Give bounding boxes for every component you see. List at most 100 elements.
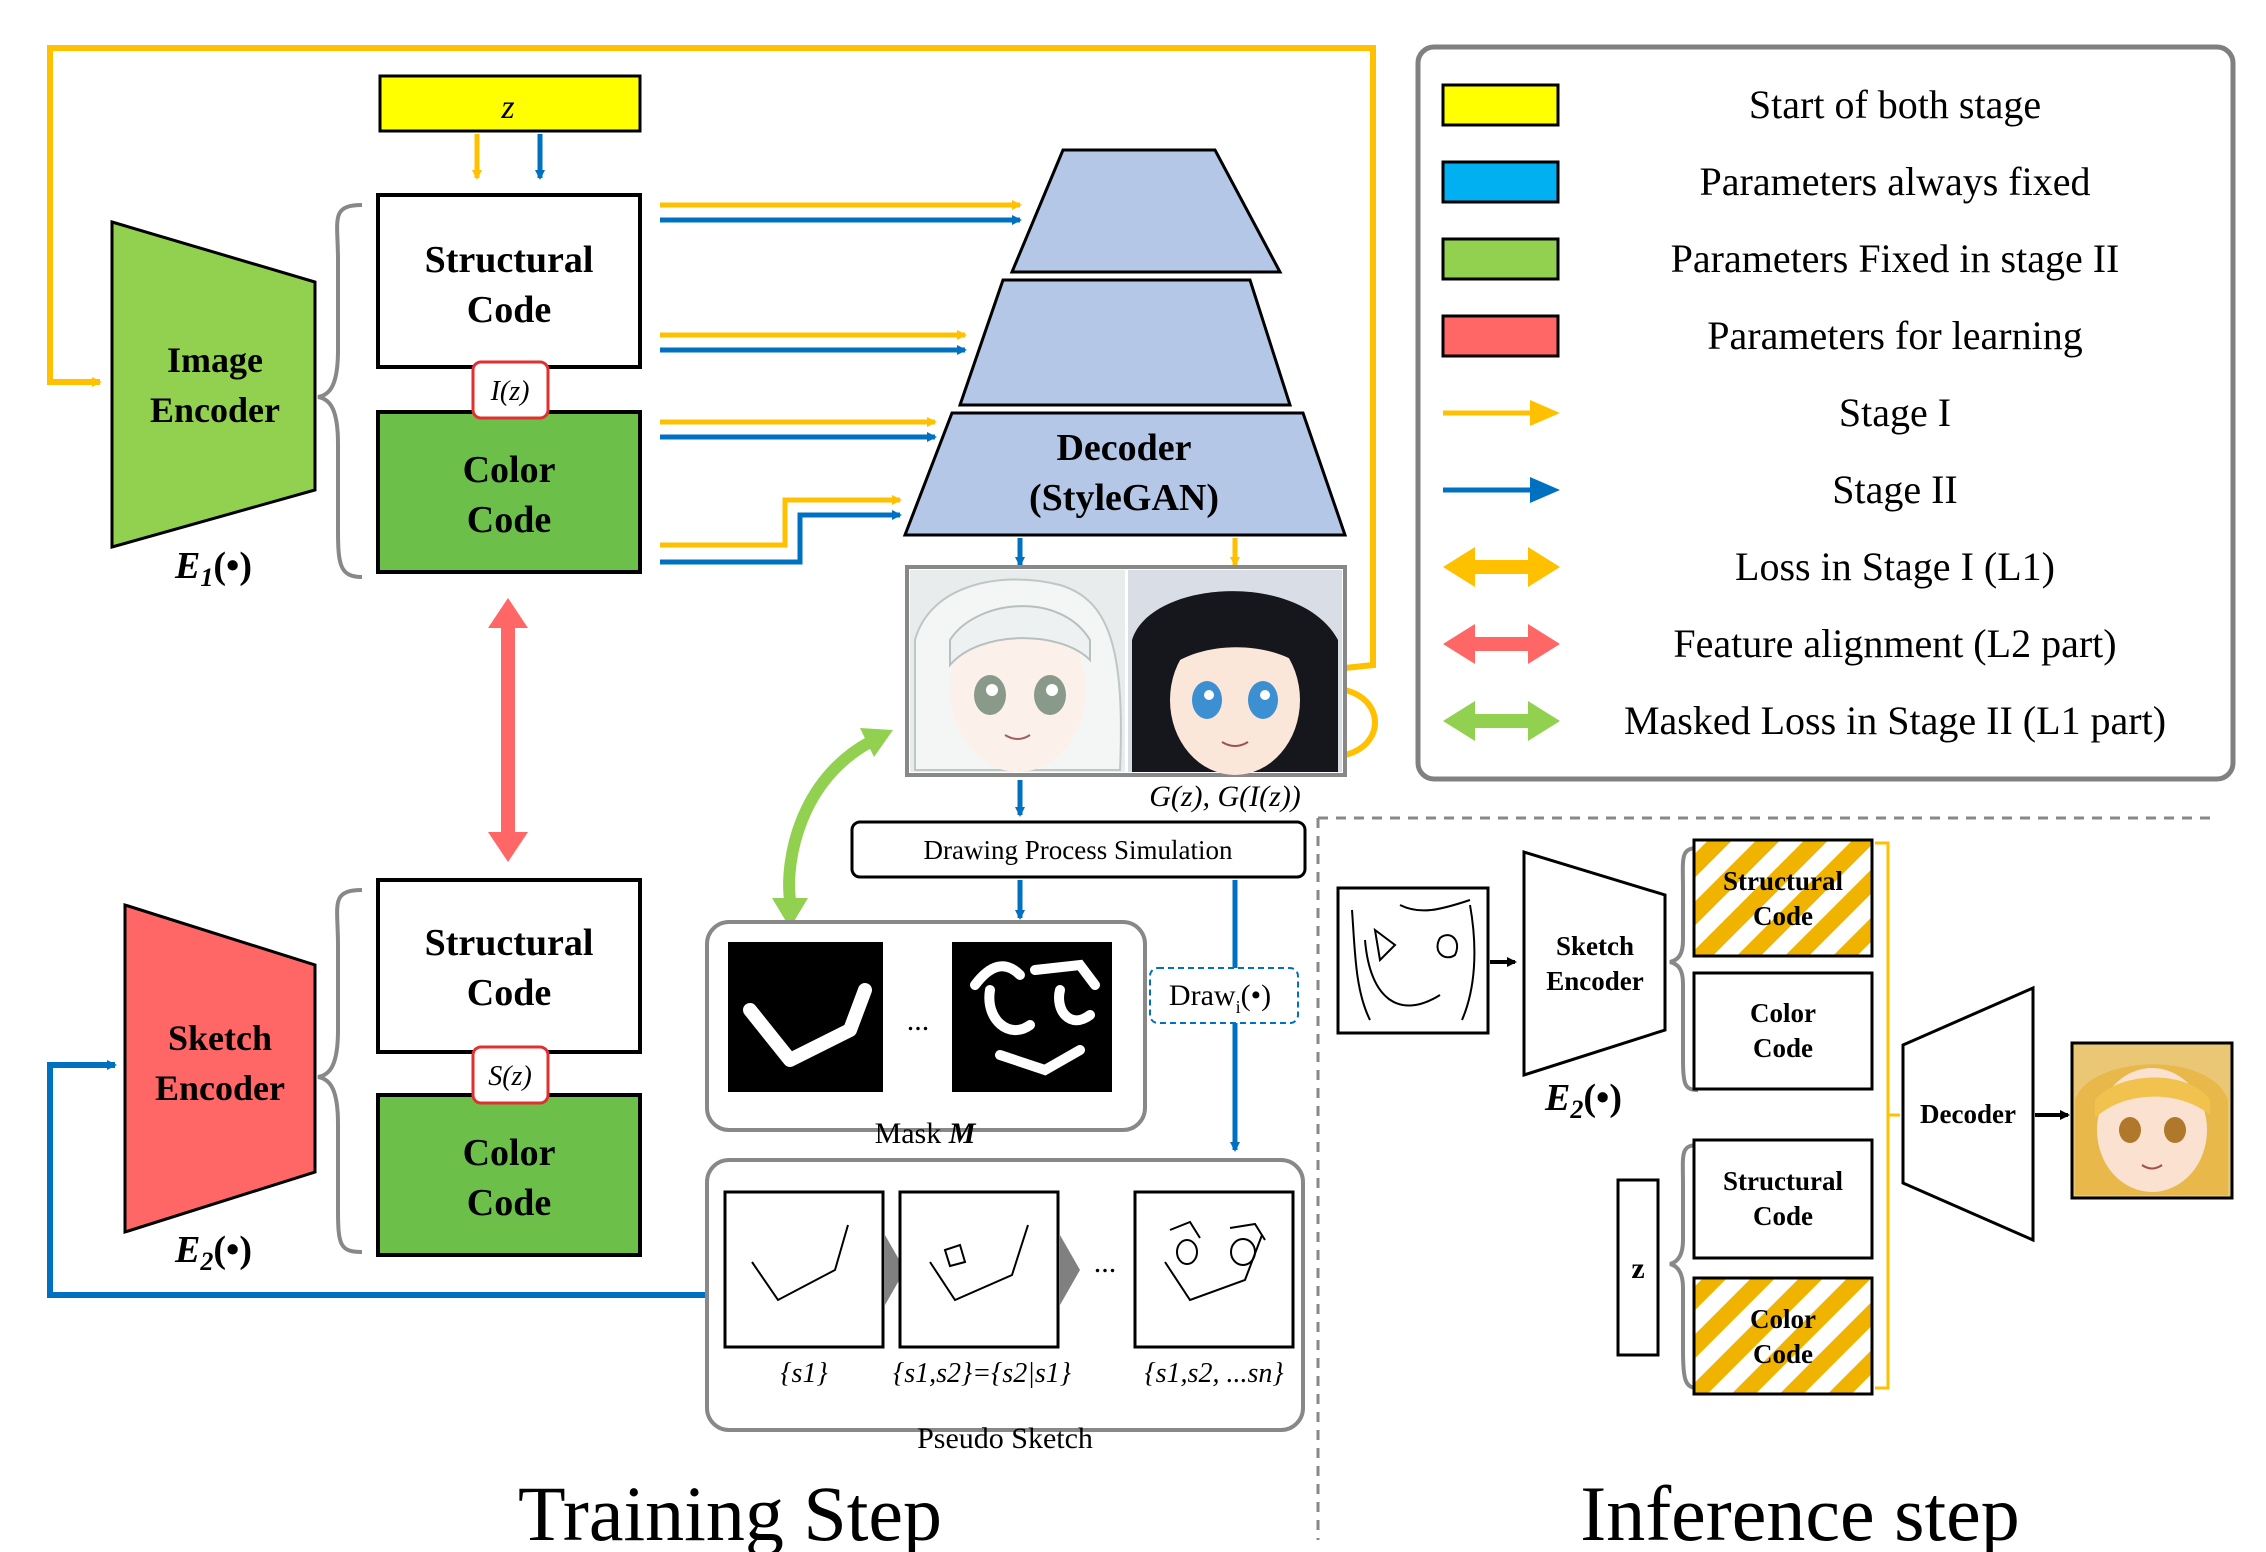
legend-double-arrow-head-left	[1443, 701, 1475, 741]
legend-item: Stage I	[1443, 390, 1951, 435]
svg-text:Color: Color	[463, 449, 556, 491]
sketch-step-2	[898, 1190, 1060, 1349]
sketch-encoder: Sketch Encoder	[123, 902, 317, 1235]
structural-code-top: Structural Code	[376, 193, 642, 369]
svg-text:Drawing Process Simulation: Drawing Process Simulation	[924, 835, 1233, 865]
legend-item: Start of both stage	[1441, 82, 2041, 127]
legend-double-arrow-head-right	[1528, 547, 1560, 587]
mask-panel: ... Mask M	[705, 920, 1147, 1150]
inference-decoder: Decoder	[1901, 985, 2035, 1243]
svg-text:Code: Code	[467, 289, 551, 331]
legend-double-arrow-shaft	[1470, 560, 1532, 574]
training-step-title: Training Step	[518, 1470, 942, 1552]
stage2-feedback-loop	[47, 1060, 710, 1298]
svg-text:Code: Code	[467, 1182, 551, 1224]
sketch-ellipsis: ...	[1094, 1246, 1117, 1279]
brace-bottom	[317, 888, 363, 1254]
legend-swatch	[1441, 237, 1560, 281]
svg-text:Structural: Structural	[425, 239, 594, 281]
z-label: z	[500, 89, 514, 126]
svg-text:Color: Color	[1750, 998, 1816, 1028]
inference-input-sketch	[1336, 886, 1490, 1035]
legend-item: Feature alignment (L2 part)	[1443, 621, 2117, 666]
legend-item: Stage II	[1443, 467, 1958, 512]
inference-color-code-hatched: Color Code	[1692, 1276, 1874, 1396]
inference-output-image	[2070, 1041, 2234, 1200]
svg-text:Code: Code	[1753, 1339, 1813, 1369]
sketch-step-n	[1133, 1190, 1295, 1349]
sketch-encoder-symbol: E2(•)	[174, 1229, 252, 1276]
legend-arrow-head	[1530, 400, 1560, 426]
inference-color-code: Color Code	[1692, 971, 1874, 1091]
generated-images	[905, 565, 1347, 777]
svg-text:Structural: Structural	[1723, 1166, 1843, 1196]
brace-top	[317, 203, 363, 579]
draw-i-label: Drawi(•)	[1149, 967, 1299, 1024]
svg-text:Sketch: Sketch	[168, 1018, 272, 1058]
sz-tag: S(z)	[471, 1045, 550, 1105]
color-code-bottom: Color Code	[376, 1093, 642, 1257]
legend-double-arrow-shaft	[1470, 637, 1532, 651]
legend-double-arrow-head-left	[1443, 624, 1475, 664]
svg-text:Code: Code	[1753, 1201, 1813, 1231]
sketch-caption-1: {s1}	[780, 1358, 827, 1389]
svg-text:Structural: Structural	[425, 922, 594, 964]
generated-face-white-hair	[910, 570, 1125, 772]
svg-text:Code: Code	[467, 972, 551, 1014]
drawing-process-box: Drawing Process Simulation	[850, 820, 1307, 879]
legend-item: Masked Loss in Stage II (L1 part)	[1443, 698, 2166, 743]
stylegan-decoder: Decoder (StyleGAN)	[902, 148, 1348, 537]
legend-label: Start of both stage	[1749, 82, 2041, 127]
legend-arrow-head	[1530, 477, 1560, 503]
iz-tag: I(z)	[471, 360, 550, 420]
image-encoder-line1: Image	[167, 340, 263, 380]
svg-text:S(z): S(z)	[488, 1061, 532, 1092]
feature-alignment-arrow	[488, 598, 528, 862]
image-encoder-line2: Encoder	[150, 390, 280, 430]
svg-text:Color: Color	[1750, 1304, 1816, 1334]
inference-brace-bottom	[1669, 1143, 1699, 1390]
legend-item: Loss in Stage I (L1)	[1443, 544, 2055, 589]
legend-swatch	[1441, 314, 1560, 358]
masked-loss-arrow	[772, 728, 893, 928]
legend-label: Parameters Fixed in stage II	[1671, 236, 2120, 281]
z-input: z	[378, 74, 642, 133]
legend-label: Stage I	[1839, 390, 1951, 435]
image-encoder-symbol: E1(•)	[174, 545, 252, 592]
structural-code-bottom: Structural Code	[376, 878, 642, 1054]
color-code-top: Color Code	[376, 410, 642, 574]
inference-step-title: Inference step	[1580, 1470, 2020, 1552]
legend-double-arrow-head-right	[1528, 624, 1560, 664]
svg-text:Sketch: Sketch	[1556, 931, 1634, 961]
legend-item: Parameters Fixed in stage II	[1441, 236, 2120, 281]
legend-label: Masked Loss in Stage II (L1 part)	[1624, 698, 2166, 743]
legend-label: Stage II	[1832, 467, 1958, 512]
svg-text:Decoder: Decoder	[1920, 1099, 2016, 1129]
stage1-feedback-loop	[47, 45, 1378, 758]
svg-text:Code: Code	[1753, 901, 1813, 931]
pseudo-sketch-panel: ... {s1} {s1,s2}={s2|s1} {s1,s2, ...sn} …	[705, 1158, 1305, 1455]
legend-item: Parameters always fixed	[1441, 159, 2091, 204]
svg-text:Structural: Structural	[1723, 866, 1843, 896]
legend-label: Feature alignment (L2 part)	[1673, 621, 2116, 666]
svg-text:Code: Code	[1753, 1033, 1813, 1063]
legend-label: Parameters always fixed	[1700, 159, 2091, 204]
decoder-label-line1: Decoder	[1056, 427, 1191, 469]
legend-double-arrow-shaft	[1470, 714, 1532, 728]
svg-text:I(z): I(z)	[490, 376, 530, 407]
inference-sketch-encoder: Sketch Encoder	[1522, 849, 1667, 1078]
legend-swatch	[1441, 83, 1560, 127]
svg-text:Code: Code	[467, 499, 551, 541]
inference-encoder-symbol: E2(•)	[1544, 1077, 1622, 1124]
code-to-decoder-arrows	[660, 200, 1022, 565]
inference-brace-top	[1669, 846, 1699, 1092]
inference-selection-bracket	[1875, 841, 1900, 1390]
mask-label: Mask M	[875, 1117, 977, 1150]
sketch-step-1	[723, 1190, 885, 1349]
legend-label: Loss in Stage I (L1)	[1735, 544, 2055, 589]
inference-structural-code-2: Structural Code	[1692, 1138, 1874, 1260]
image-encoder: Image Encoder	[110, 219, 317, 549]
sketch-caption-2: {s1,s2}={s2|s1}	[893, 1358, 1071, 1389]
svg-text:z: z	[1631, 1252, 1644, 1285]
